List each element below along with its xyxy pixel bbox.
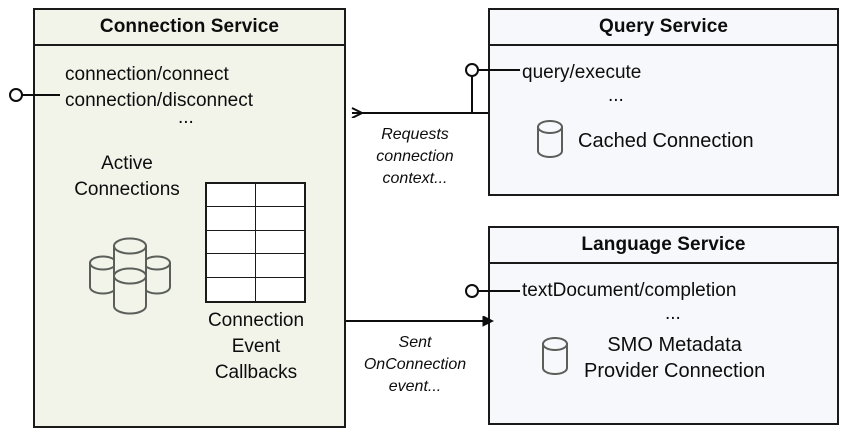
smo-metadata-provider-row: SMO Metadata Provider Connection <box>540 332 765 384</box>
component-language-service[interactable]: Language Service textDocument/completion… <box>488 226 839 425</box>
connection-service-operations-ellipsis: ... <box>178 107 194 128</box>
sent-label-line2: OnConnection <box>363 356 467 373</box>
query-service-header: Query Service <box>490 10 837 46</box>
language-service-title: Language Service <box>581 234 746 255</box>
database-cylinder-icon <box>535 118 565 165</box>
sent-label-line1: Sent <box>398 334 432 351</box>
language-service-body: textDocument/completion ... SMO Metadata… <box>490 264 837 423</box>
component-connection-service[interactable]: Connection Service connection/connect co… <box>33 8 346 428</box>
callbacks-label-line2: Event <box>231 336 281 357</box>
component-query-service[interactable]: Query Service query/execute ... Cached C… <box>488 8 839 196</box>
table-cell <box>255 231 304 255</box>
connection-event-callbacks-table <box>205 182 306 303</box>
active-connections-label-line1: Active <box>101 153 153 174</box>
cached-connection-label: Cached Connection <box>578 130 754 152</box>
connection-service-body: connection/connect connection/disconnect… <box>35 46 344 426</box>
query-service-title: Query Service <box>598 16 729 37</box>
language-service-operations-ellipsis: ... <box>665 303 681 324</box>
table-cell <box>255 207 304 231</box>
table-cell <box>207 254 256 278</box>
query-service-body: query/execute ... Cached Connection <box>490 46 837 194</box>
connection-service-operation-disconnect: connection/disconnect <box>65 90 254 111</box>
edge-requests-connection-context <box>352 76 488 113</box>
connection-service-title: Connection Service <box>99 16 280 37</box>
table-cell <box>207 230 256 255</box>
active-connections-label: Active Connections <box>47 151 207 203</box>
requests-label-line3: context... <box>382 170 448 187</box>
table-cell <box>207 207 256 231</box>
database-cylinder-icon <box>540 335 570 382</box>
table-cell <box>255 184 304 208</box>
table-cell <box>256 278 305 301</box>
requests-label-line1: Requests <box>381 126 449 143</box>
sent-label-line3: event... <box>388 378 442 395</box>
active-connections-label-line2: Connections <box>74 179 180 200</box>
smo-metadata-provider-label: SMO Metadata Provider Connection <box>584 332 765 384</box>
language-service-header: Language Service <box>490 228 837 264</box>
requests-label-line2: connection <box>376 148 454 165</box>
smo-label-line1: SMO Metadata <box>607 334 742 356</box>
table-cell <box>207 184 256 208</box>
callbacks-label-line1: Connection <box>207 310 305 331</box>
connection-event-callbacks-label: Connection Event Callbacks <box>185 308 327 386</box>
table-cell <box>255 254 304 278</box>
connection-service-header: Connection Service <box>35 10 344 46</box>
callbacks-label-line3: Callbacks <box>214 362 298 383</box>
active-connections-cylinder-stack-icon <box>86 236 174 316</box>
smo-label-line2: Provider Connection <box>584 360 766 382</box>
table-cell <box>207 277 256 301</box>
language-service-operation: textDocument/completion <box>522 280 737 301</box>
edge-label-sent-onconnection-event: Sent OnConnection event... <box>351 332 479 398</box>
edge-label-requests-connection-context: Requests connection context... <box>358 124 472 190</box>
cached-connection-row: Cached Connection <box>535 118 754 165</box>
connection-service-operation-connect: connection/connect <box>65 64 229 85</box>
query-service-operations-ellipsis: ... <box>608 85 624 106</box>
query-service-operation: query/execute <box>522 62 642 83</box>
